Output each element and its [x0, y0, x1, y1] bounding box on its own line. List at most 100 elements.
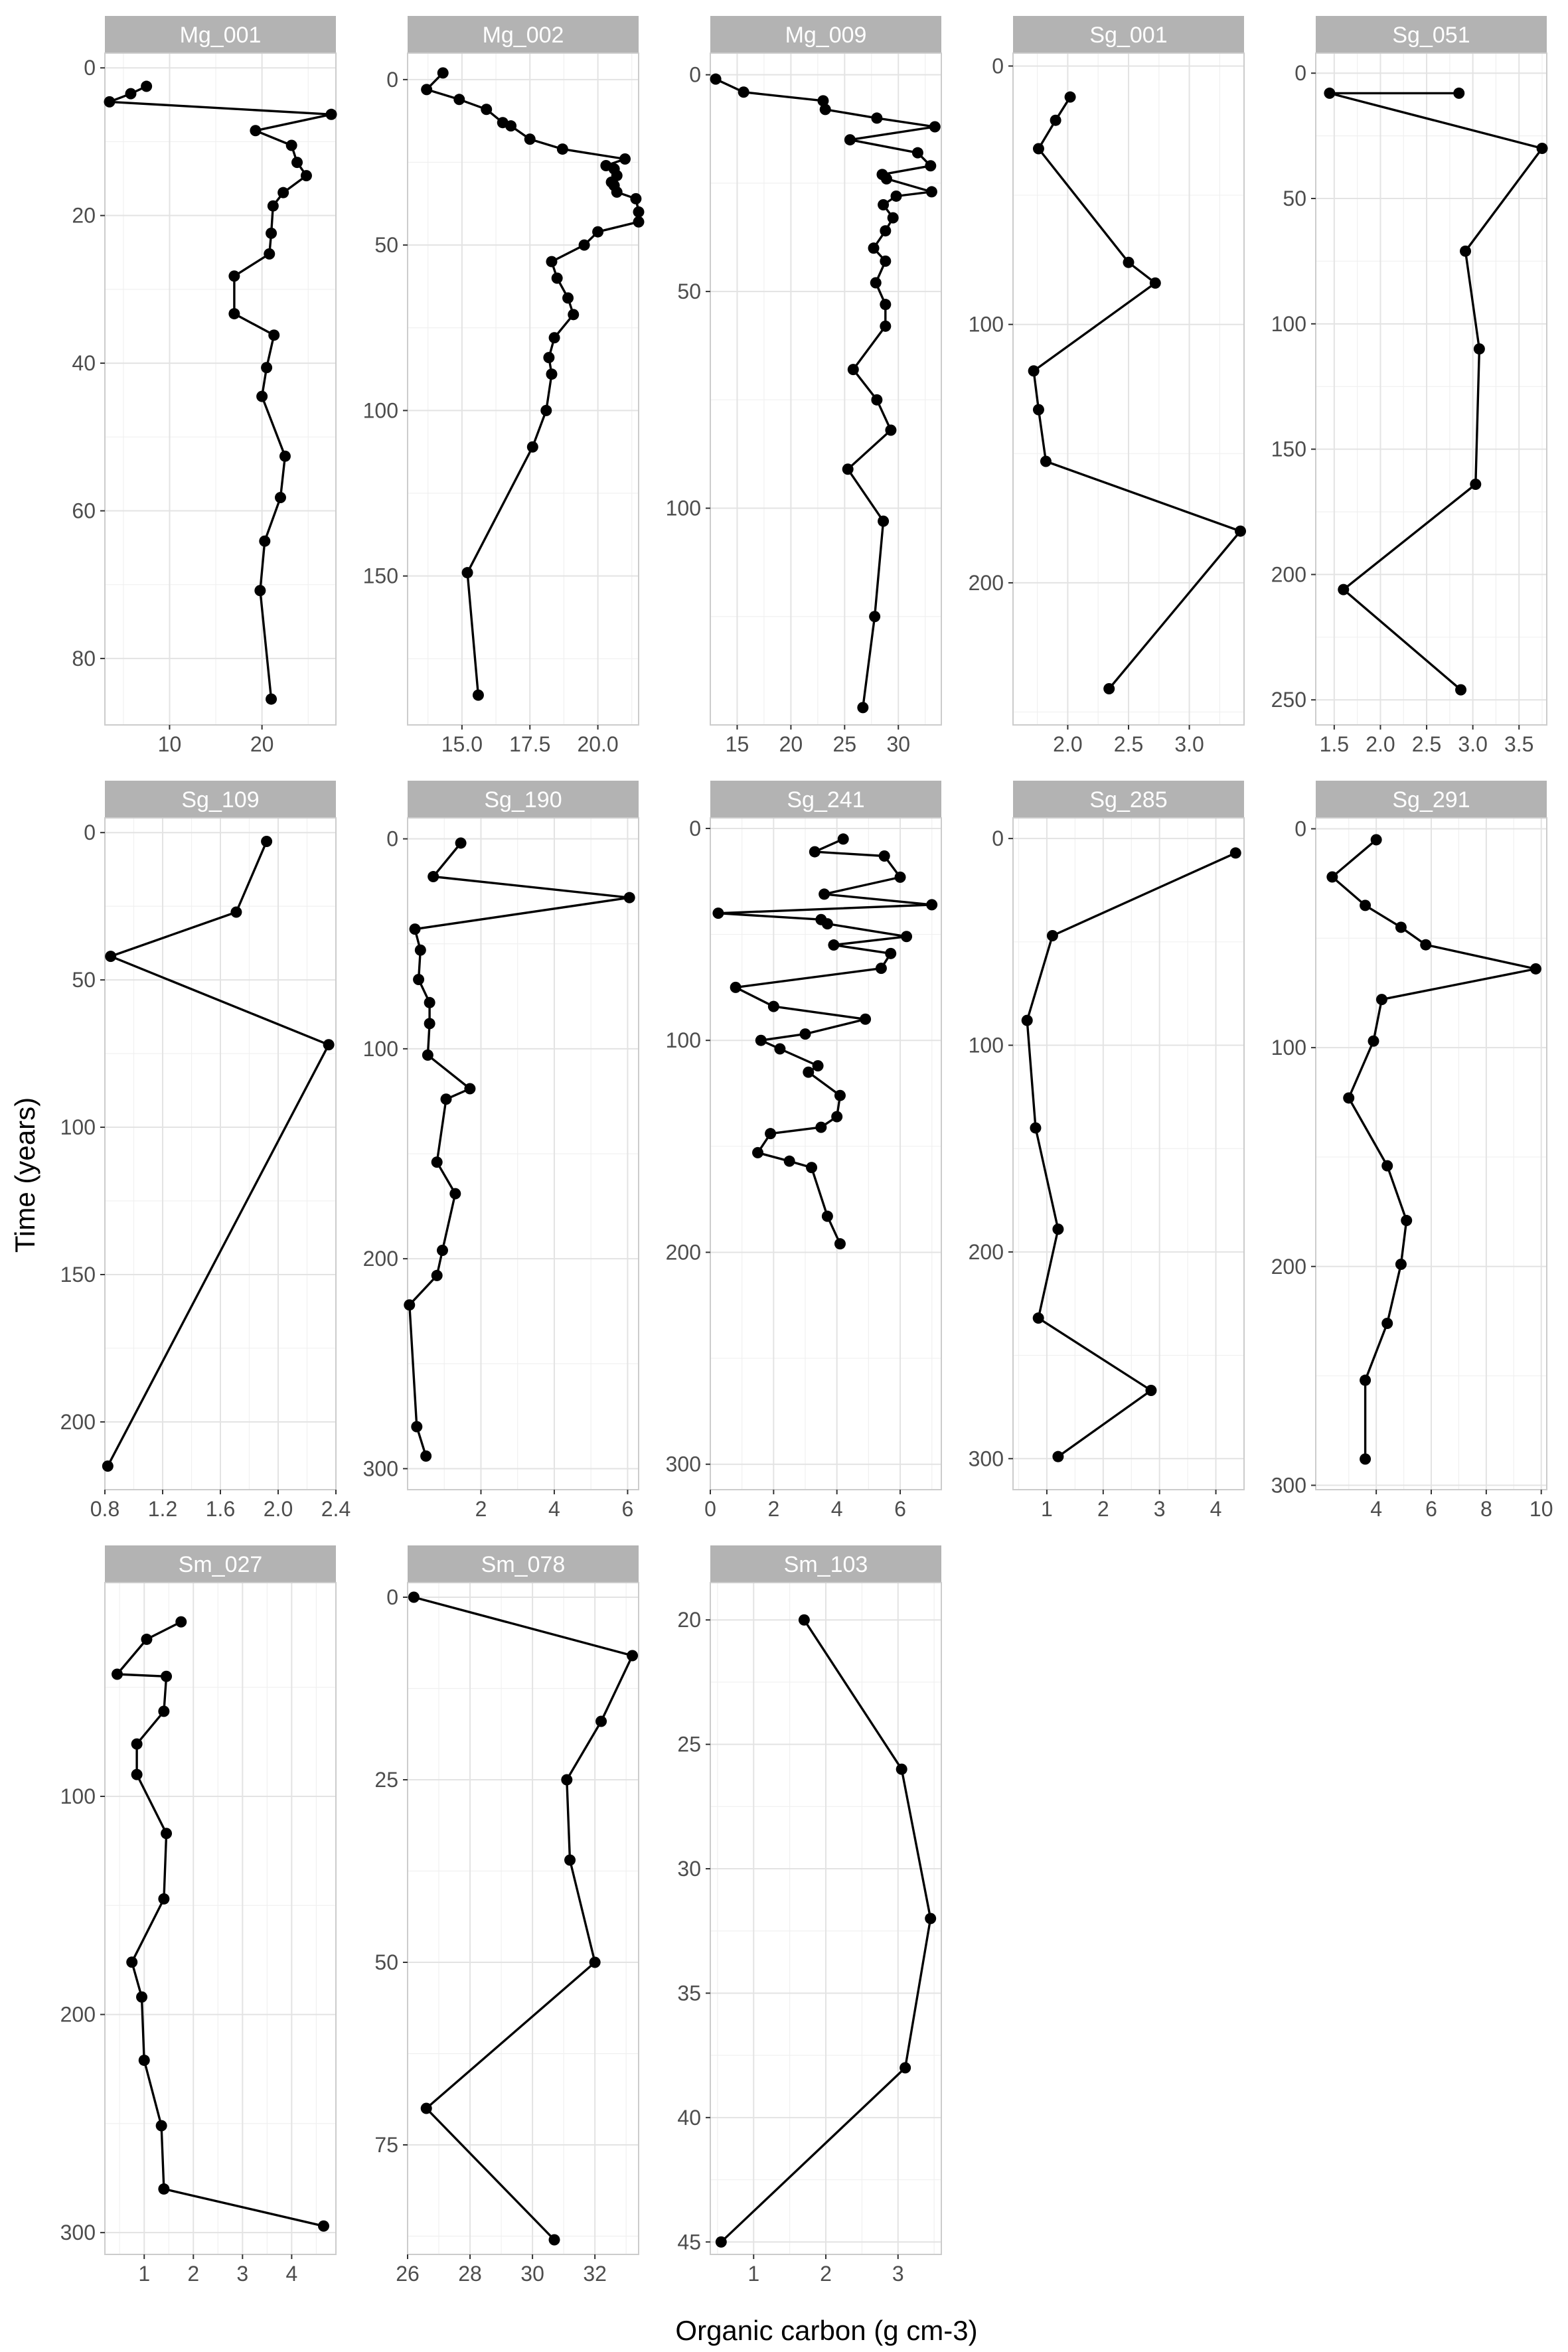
- y-tick-label: 200: [969, 571, 1004, 595]
- x-tick-label: 1.5: [1320, 732, 1349, 756]
- y-tick-label: 20: [677, 1608, 701, 1632]
- data-point: [256, 390, 268, 402]
- y-tick-label: 100: [969, 313, 1004, 337]
- data-point: [828, 939, 840, 951]
- x-tick-label: 2.4: [321, 1497, 351, 1521]
- data-point: [1338, 584, 1350, 595]
- facet-title: Mg_009: [785, 23, 867, 48]
- data-point: [1395, 921, 1407, 933]
- data-point: [428, 871, 439, 883]
- x-tick-label: 4: [831, 1497, 843, 1521]
- y-tick-label: 40: [677, 2106, 701, 2130]
- y-tick-label: 75: [374, 2133, 398, 2157]
- data-point: [261, 836, 273, 848]
- data-point: [1030, 1122, 1042, 1134]
- panel-border: [407, 817, 639, 1490]
- data-point: [317, 2220, 329, 2232]
- facet-title: Sg_241: [787, 787, 864, 813]
- data-point: [1536, 142, 1548, 154]
- series-line: [1032, 96, 1242, 690]
- y-tick-label: 50: [374, 1950, 398, 1974]
- panel-border: [1315, 52, 1547, 726]
- data-point: [871, 112, 883, 124]
- data-point: [887, 212, 899, 224]
- gridlines: [407, 1583, 639, 2254]
- x-axis-title: Organic carbon (g cm-3): [675, 2315, 977, 2346]
- y-tick-label: 35: [677, 1981, 701, 2005]
- data-point: [1529, 963, 1541, 975]
- data-point: [878, 850, 890, 862]
- data-point: [540, 404, 552, 416]
- data-point: [266, 227, 277, 239]
- data-point: [464, 1083, 476, 1095]
- facet-title: Mg_002: [483, 23, 564, 48]
- data-point: [925, 1913, 937, 1924]
- y-tick-label: 200: [1271, 562, 1306, 586]
- x-tick-label: 2.0: [1053, 732, 1082, 756]
- data-point: [158, 1893, 170, 1905]
- x-tick-label: 2.5: [1114, 732, 1143, 756]
- data-point: [1324, 87, 1336, 99]
- x-tick-label: 17.5: [509, 732, 550, 756]
- data-point: [125, 88, 137, 100]
- data-point: [548, 2234, 560, 2246]
- data-point: [1453, 87, 1465, 99]
- data-point: [809, 846, 821, 858]
- data-point: [890, 190, 902, 202]
- data-point: [568, 309, 580, 321]
- data-point: [595, 1715, 607, 1727]
- data-point: [161, 1828, 173, 1840]
- data-point: [1145, 1385, 1157, 1397]
- data-point: [900, 2062, 911, 2074]
- data-point: [619, 153, 631, 165]
- data-point: [857, 702, 869, 714]
- x-tick-label: 20.0: [577, 732, 618, 756]
- plot-area: [408, 1583, 639, 2254]
- panel-border: [104, 52, 337, 726]
- y-tick-label: 150: [363, 564, 398, 588]
- plot-area: [1316, 53, 1547, 725]
- data-point: [633, 206, 645, 218]
- facet-strip: [105, 16, 336, 53]
- data-point: [1064, 91, 1076, 103]
- data-point: [300, 170, 312, 182]
- facet-strip: [408, 16, 639, 53]
- data-point: [546, 368, 558, 380]
- data-point: [1123, 256, 1135, 268]
- x-tick-label: 15.0: [441, 732, 483, 756]
- data-point: [1040, 455, 1052, 467]
- data-point: [880, 255, 892, 267]
- data-point: [266, 693, 277, 705]
- x-tick-label: 3.0: [1458, 732, 1487, 756]
- data-point: [481, 104, 493, 116]
- data-point: [871, 394, 883, 406]
- plot-area: [408, 53, 639, 725]
- data-point: [254, 585, 266, 597]
- y-tick-label: 40: [72, 351, 96, 375]
- data-point: [765, 1128, 777, 1140]
- data-point: [1420, 939, 1432, 951]
- facet-title: Sm_027: [179, 1552, 263, 1577]
- data-point: [821, 918, 833, 930]
- x-tick-label: 28: [458, 2262, 482, 2286]
- data-point: [440, 1093, 452, 1105]
- data-point: [1381, 1160, 1393, 1172]
- data-point: [1052, 1450, 1064, 1462]
- data-point: [798, 1614, 810, 1626]
- data-point: [767, 1000, 779, 1012]
- data-point: [1229, 847, 1241, 859]
- y-tick-label: 100: [1271, 1036, 1306, 1059]
- facet-strip: [710, 16, 941, 53]
- data-point: [869, 611, 881, 623]
- data-point: [880, 225, 892, 237]
- y-tick-label: 100: [60, 1784, 96, 1808]
- x-tick-label: 0.8: [90, 1497, 119, 1521]
- data-point: [472, 689, 484, 701]
- data-point: [712, 907, 724, 919]
- data-point: [1032, 404, 1044, 416]
- panel-border: [710, 52, 942, 726]
- data-point: [803, 1066, 815, 1078]
- data-point: [138, 2055, 150, 2067]
